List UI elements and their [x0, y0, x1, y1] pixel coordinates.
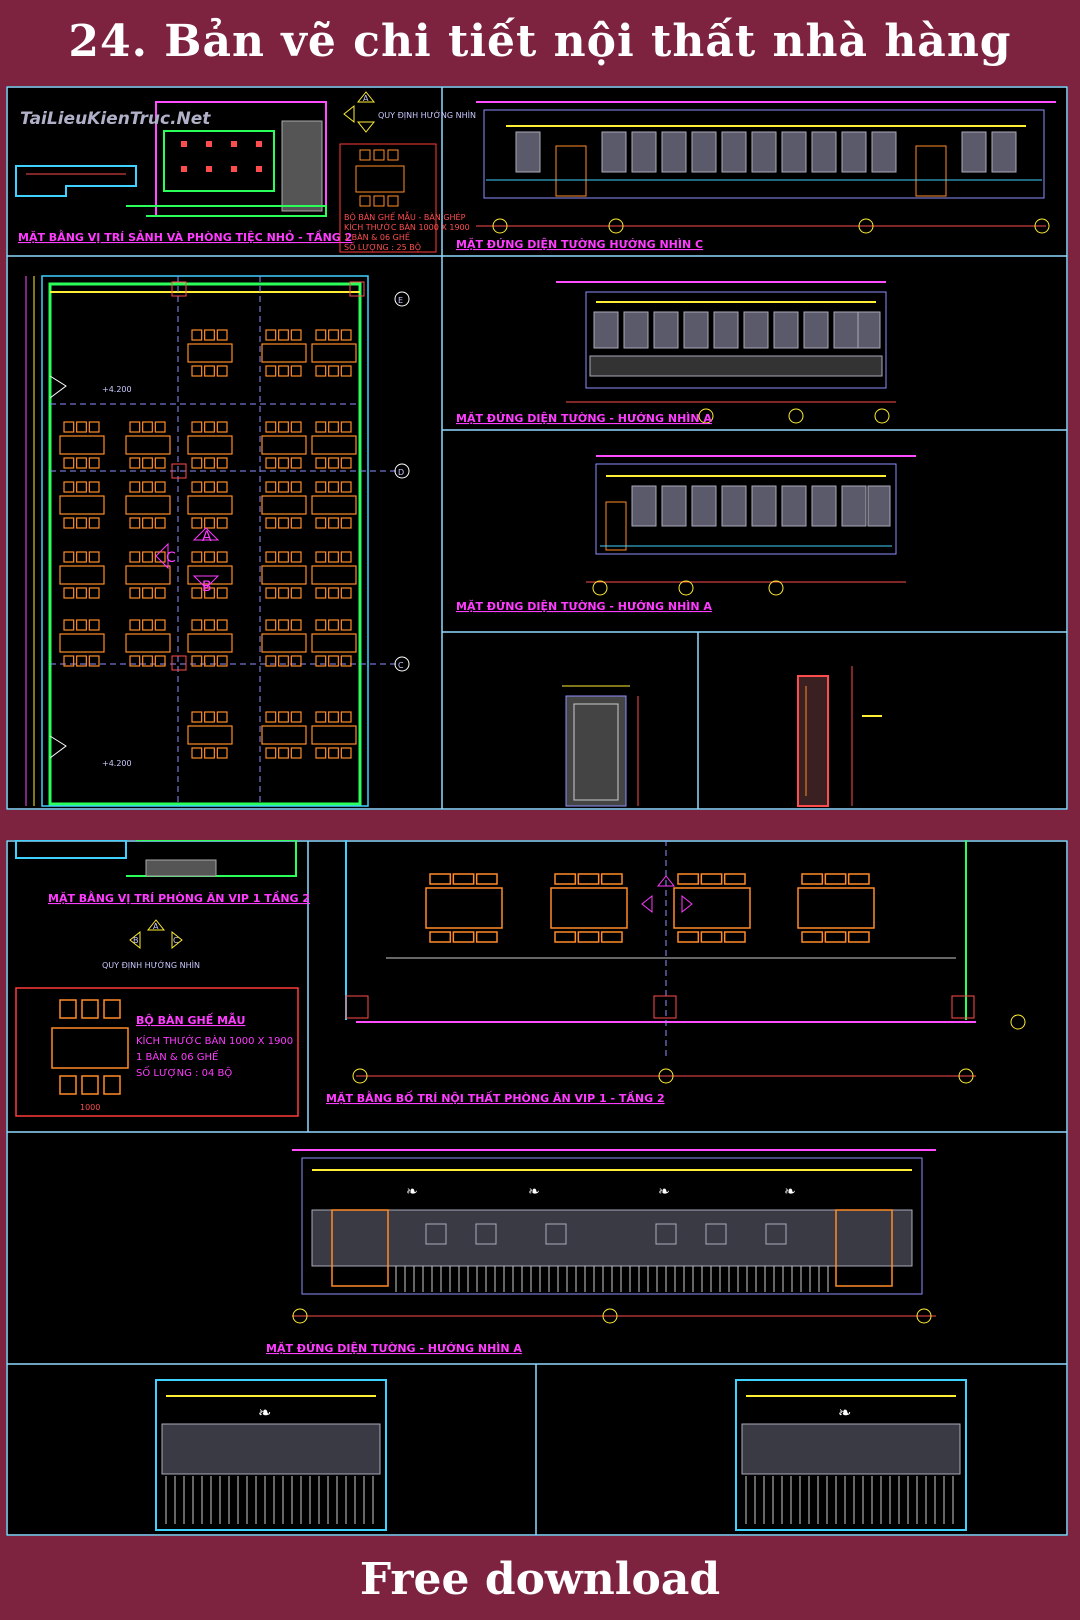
svg-text:C: C [173, 936, 179, 945]
view-rule-text: QUY ĐỊNH HƯỚNG NHÌN [378, 109, 476, 121]
vip-elevation-label: MẶT ĐỨNG DIỆN TƯỜNG - HƯỚNG NHÌN A [266, 1341, 522, 1355]
svg-text:BỘ BÀN GHẾ MẪU - BÀN GHÉP: BỘ BÀN GHẾ MẪU - BÀN GHÉP [344, 210, 466, 222]
elevation-a1-label: MẶT ĐỨNG DIỆN TƯỜNG - HƯỚNG NHÌN A [456, 411, 712, 425]
cad-drawing-top: TaiLieuKienTruc.Net MẶT BẰNG VỊ TRÍ SẢNH… [6, 86, 1068, 810]
title-banner: 24. Bản vẽ chi tiết nội thất nhà hàng [0, 0, 1080, 82]
svg-text:BỘ BÀN GHẾ MẪU: BỘ BÀN GHẾ MẪU [136, 1012, 245, 1027]
svg-text:C: C [398, 661, 404, 670]
svg-text:A: A [363, 94, 369, 103]
footer-banner: Free download [0, 1538, 1080, 1620]
svg-text:❧: ❧ [406, 1184, 418, 1200]
svg-text:1000: 1000 [80, 1103, 100, 1112]
view-rule-text-2: QUY ĐỊNH HƯỚNG NHÌN [102, 959, 200, 971]
lobby-floor-plan: E D C A B C +4.200 +4.200 [25, 275, 410, 807]
vip-location-plan: MẶT BẰNG VỊ TRÍ PHÒNG ĂN VIP 1 TẦNG 2 A … [15, 840, 310, 971]
svg-text:❧: ❧ [528, 1184, 540, 1200]
svg-text:B: B [202, 579, 212, 595]
svg-text:❧: ❧ [258, 1403, 271, 1422]
vip-furniture-plan: MẶT BẰNG BỐ TRÍ NỘI THẤT PHÒNG ĂN VIP 1 … [326, 840, 1026, 1105]
level-mark-2: +4.200 [102, 759, 132, 768]
svg-text:A: A [153, 922, 159, 931]
svg-text:SỐ LƯỢNG : 25 BỘ: SỐ LƯỢNG : 25 BỘ [344, 240, 421, 252]
elevation-c-label: MẶT ĐỨNG DIỆN TƯỜNG HƯỚNG NHÌN C [456, 237, 703, 251]
level-mark-1: +4.200 [102, 385, 132, 394]
elevation-a-2: MẶT ĐỨNG DIỆN TƯỜNG - HƯỚNG NHÌN A [456, 455, 916, 613]
svg-text:A: A [202, 529, 212, 545]
cad-drawing-bottom: MẶT BẰNG VỊ TRÍ PHÒNG ĂN VIP 1 TẦNG 2 A … [6, 840, 1068, 1536]
vip-elevation-a: ❧ ❧ ❧ ❧ MẶT ĐỨNG DIỆN TƯỜNG - HƯỚNG NHÌN A [266, 1149, 936, 1355]
svg-text:KÍCH THƯỚC BÀN 1000 X 1900: KÍCH THƯỚC BÀN 1000 X 1900 [344, 221, 470, 232]
cad-sheet-bottom: MẶT BẰNG VỊ TRÍ PHÒNG ĂN VIP 1 TẦNG 2 A … [6, 840, 1068, 1536]
svg-text:1 BÀN & 06 GHẾ: 1 BÀN & 06 GHẾ [344, 231, 411, 242]
sample-table-box: BỘ BÀN GHẾ MẪU - BÀN GHÉP KÍCH THƯỚC BÀN… [339, 143, 470, 253]
view-direction-legend: A QUY ĐỊNH HƯỚNG NHÌN [343, 91, 476, 133]
cad-sheet-top: TaiLieuKienTruc.Net MẶT BẰNG VỊ TRÍ SẢNH… [6, 86, 1068, 810]
free-download-label: Free download [359, 1553, 721, 1605]
column-detail [797, 666, 882, 807]
site-plan-thumbnail: TaiLieuKienTruc.Net MẶT BẰNG VỊ TRÍ SẢNH… [15, 101, 352, 244]
vip-location-label: MẶT BẰNG VỊ TRÍ PHÒNG ĂN VIP 1 TẦNG 2 [48, 890, 310, 905]
plan-label-lobby: MẶT BẰNG VỊ TRÍ SẢNH VÀ PHÒNG TIỆC NHỎ -… [18, 229, 352, 244]
door-detail [562, 685, 639, 807]
svg-text:❧: ❧ [658, 1184, 670, 1200]
elevation-c: MẶT ĐỨNG DIỆN TƯỜNG HƯỚNG NHÌN C [456, 101, 1056, 251]
svg-text:❧: ❧ [784, 1184, 796, 1200]
section-elevation-right: ❧ [735, 1379, 967, 1531]
svg-text:1 BÀN & 06 GHẾ: 1 BÀN & 06 GHẾ [136, 1049, 219, 1063]
svg-text:❧: ❧ [838, 1403, 851, 1422]
vip-plan-label: MẶT BẰNG BỐ TRÍ NỘI THẤT PHÒNG ĂN VIP 1 … [326, 1090, 665, 1105]
page-title: 24. Bản vẽ chi tiết nội thất nhà hàng [68, 15, 1012, 67]
svg-text:C: C [166, 550, 176, 566]
sample-table-box-2: 1000 BỘ BÀN GHẾ MẪU KÍCH THƯỚC BÀN 1000 … [15, 987, 299, 1117]
svg-text:E: E [398, 296, 403, 305]
svg-text:B: B [133, 936, 139, 945]
svg-text:D: D [398, 468, 404, 477]
elevation-a-1: MẶT ĐỨNG DIỆN TƯỜNG - HƯỚNG NHÌN A [456, 281, 896, 425]
svg-text:SỐ LƯỢNG : 04 BỘ: SỐ LƯỢNG : 04 BỘ [136, 1065, 232, 1079]
section-elevation-left: ❧ [155, 1379, 387, 1531]
watermark: TaiLieuKienTruc.Net [20, 109, 211, 129]
elevation-a2-label: MẶT ĐỨNG DIỆN TƯỜNG - HƯỚNG NHÌN A [456, 599, 712, 613]
svg-text:KÍCH THƯỚC BÀN 1000 X 1900: KÍCH THƯỚC BÀN 1000 X 1900 [136, 1034, 293, 1047]
